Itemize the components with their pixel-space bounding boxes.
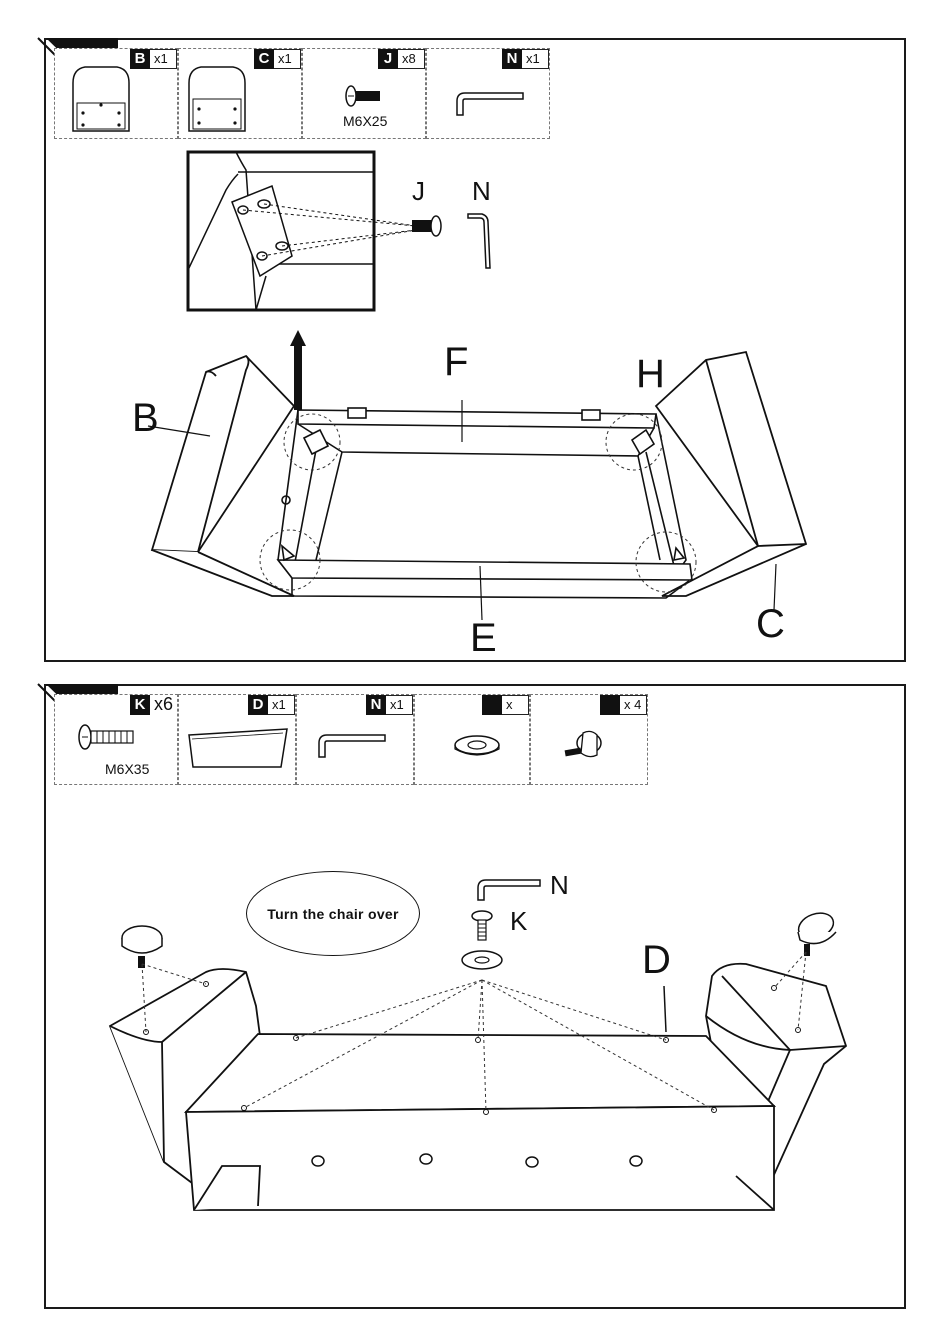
foot-glide-left	[122, 926, 162, 968]
label-n: N	[550, 872, 569, 898]
bench-body	[110, 964, 846, 1210]
rectangular-frame	[278, 408, 692, 598]
bench-underside-drawing	[46, 686, 908, 1311]
bolt-icon	[472, 911, 492, 940]
label-k: K	[510, 908, 527, 934]
label-e: E	[470, 618, 497, 658]
label-h: H	[636, 354, 665, 394]
allen-key-icon	[478, 880, 540, 900]
up-arrow-icon	[290, 330, 306, 410]
label-f: F	[444, 342, 468, 382]
label-c: C	[756, 604, 785, 644]
leader-line-d	[664, 986, 666, 1032]
washer-icon	[462, 951, 502, 969]
bench-frame-drawing	[46, 40, 908, 664]
side-panel-b	[152, 356, 294, 596]
label-d: D	[642, 940, 671, 980]
foot-glide-right	[795, 909, 837, 956]
label-b: B	[132, 398, 159, 438]
